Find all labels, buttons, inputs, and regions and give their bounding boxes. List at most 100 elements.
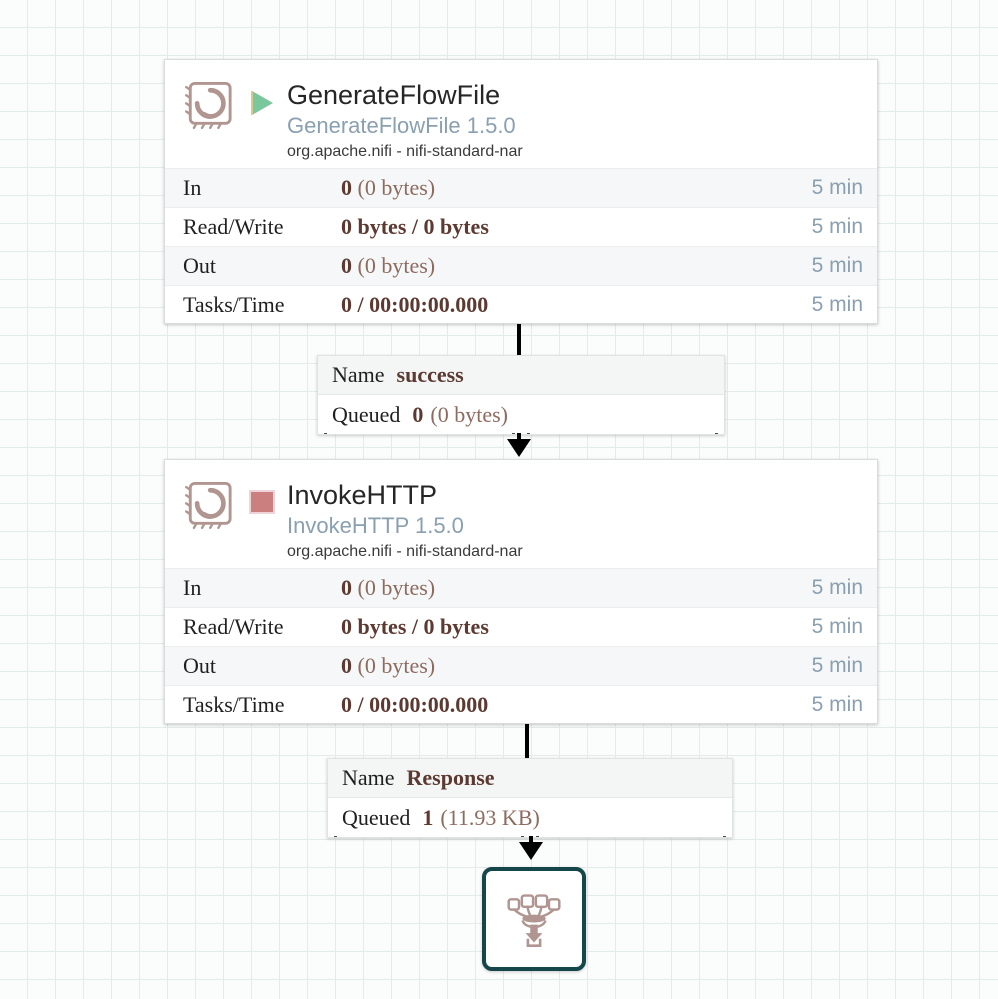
stat-row-in: In 0 (0 bytes) 5 min (165, 168, 877, 207)
stat-label: In (183, 575, 202, 600)
processor-bundle: org.apache.nifi - nifi-standard-nar (287, 543, 523, 560)
processor-chip-icon (183, 78, 241, 136)
bar-cap-end (715, 433, 718, 434)
stat-row-in: In 0 (0 bytes) 5 min (165, 568, 877, 607)
funnel-icon (507, 894, 561, 948)
stat-row-read-write: Read/Write 0 bytes / 0 bytes 5 min (165, 207, 877, 246)
connection-name-value: Response (406, 765, 495, 790)
connection-queued-count: 1 (422, 804, 434, 830)
stat-value-bold: 0 / 00:00:00.000 (341, 292, 489, 317)
connection-name-row: Name Response (328, 759, 732, 798)
processor-titles: GenerateFlowFile GenerateFlowFile 1.5.0 … (287, 74, 523, 163)
queued-count-bar (334, 836, 524, 839)
connection-name-value: success (396, 362, 464, 387)
bar-cap-end (723, 836, 726, 837)
bar-cap-start (324, 433, 327, 434)
processor-type: GenerateFlowFile 1.5.0 (287, 113, 516, 138)
stat-label: Read/Write (183, 214, 284, 239)
connection-queued-row: Queued 1 (11.93 KB) (328, 798, 732, 837)
bar-cap-start (536, 836, 539, 837)
stat-row-tasks-time: Tasks/Time 0 / 00:00:00.000 5 min (165, 685, 877, 723)
bar-track (527, 435, 718, 436)
stat-value-bold: 0 (341, 175, 352, 200)
stat-row-tasks-time: Tasks/Time 0 / 00:00:00.000 5 min (165, 285, 877, 323)
processor-name: InvokeHTTP (287, 480, 438, 510)
stat-value-bold: 0 bytes / 0 bytes (341, 614, 489, 639)
processor-header: GenerateFlowFile GenerateFlowFile 1.5.0 … (165, 60, 877, 168)
stat-value: 0 / 00:00:00.000 (341, 692, 812, 718)
processor-generateflowfile[interactable]: GenerateFlowFile GenerateFlowFile 1.5.0 … (164, 59, 878, 324)
stat-value: 0 (0 bytes) (341, 575, 812, 601)
connection-label-success[interactable]: Name success Queued 0 (0 bytes) (317, 355, 725, 435)
processor-type: InvokeHTTP 1.5.0 (287, 513, 464, 538)
stat-time: 5 min (811, 693, 863, 716)
stat-value: 0 (0 bytes) (341, 253, 812, 279)
stat-row-out: Out 0 (0 bytes) 5 min (165, 646, 877, 685)
connection-queued-row: Queued 0 (0 bytes) (318, 395, 724, 434)
stat-row-read-write: Read/Write 0 bytes / 0 bytes 5 min (165, 607, 877, 646)
bar-cap-start (527, 433, 530, 434)
connection-line-response-lower[interactable] (529, 836, 533, 844)
bar-cap-end (512, 433, 515, 434)
stat-value-bold: 0 (341, 653, 352, 678)
connection-queued-key: Queued (342, 804, 411, 830)
stat-value-rest: (0 bytes) (352, 575, 436, 600)
stat-value: 0 / 00:00:00.000 (341, 292, 812, 318)
connection-progress-bars (324, 433, 718, 436)
processor-header: InvokeHTTP InvokeHTTP 1.5.0 org.apache.n… (165, 460, 877, 568)
connection-name-key: Name (332, 362, 385, 387)
stat-time: 5 min (811, 615, 863, 638)
bar-track (334, 838, 524, 839)
bar-track (324, 435, 515, 436)
stat-value-bold: 0 / 00:00:00.000 (341, 692, 489, 717)
run-status-stop-icon[interactable] (249, 490, 275, 514)
stat-value: 0 bytes / 0 bytes (341, 614, 812, 640)
queued-count-bar (324, 433, 515, 436)
processor-invokehttp[interactable]: InvokeHTTP InvokeHTTP 1.5.0 org.apache.n… (164, 459, 878, 724)
run-status-play-icon[interactable] (249, 90, 275, 116)
stat-value: 0 (0 bytes) (341, 175, 812, 201)
stat-time: 5 min (811, 654, 863, 677)
processor-name: GenerateFlowFile (287, 80, 501, 110)
stat-label: Read/Write (183, 614, 284, 639)
stat-value-rest: (0 bytes) (352, 253, 436, 278)
stat-row-out: Out 0 (0 bytes) 5 min (165, 246, 877, 285)
connection-line-success-lower[interactable] (517, 433, 521, 441)
stat-label: In (183, 175, 202, 200)
stat-label: Out (183, 653, 216, 678)
funnel-component[interactable] (482, 867, 586, 971)
processor-titles: InvokeHTTP InvokeHTTP 1.5.0 org.apache.n… (287, 474, 523, 563)
bar-cap-start (334, 836, 337, 837)
stat-label: Out (183, 253, 216, 278)
stat-value: 0 (0 bytes) (341, 653, 812, 679)
stat-label: Tasks/Time (183, 292, 285, 317)
connection-queued-key: Queued (332, 401, 401, 427)
processor-chip-icon (183, 478, 241, 536)
processor-stats: In 0 (0 bytes) 5 min Read/Write 0 bytes … (165, 168, 877, 323)
connection-name-row: Name success (318, 356, 724, 395)
stat-time: 5 min (811, 176, 863, 199)
connection-arrow-success (507, 439, 531, 457)
processor-stats: In 0 (0 bytes) 5 min Read/Write 0 bytes … (165, 568, 877, 723)
connection-queued-size: (11.93 KB) (440, 804, 540, 830)
connection-line-response[interactable] (525, 724, 529, 760)
connection-arrow-response (519, 842, 543, 860)
connection-label-response[interactable]: Name Response Queued 1 (11.93 KB) (327, 758, 733, 838)
connection-name-key: Name (342, 765, 395, 790)
stat-time: 5 min (811, 576, 863, 599)
stat-time: 5 min (811, 293, 863, 316)
stat-value-bold: 0 bytes / 0 bytes (341, 214, 489, 239)
connection-progress-bars (334, 836, 726, 839)
queued-size-bar (536, 836, 726, 839)
bar-track (536, 838, 726, 839)
connection-queued-count: 0 (412, 401, 424, 427)
stat-value-rest: (0 bytes) (352, 653, 436, 678)
stat-time: 5 min (811, 254, 863, 277)
bar-cap-end (521, 836, 524, 837)
connection-queued-size: (0 bytes) (430, 401, 509, 427)
queued-size-bar (527, 433, 718, 436)
connection-line-success[interactable] (517, 324, 521, 360)
processor-bundle: org.apache.nifi - nifi-standard-nar (287, 143, 523, 160)
stat-value-bold: 0 (341, 253, 352, 278)
